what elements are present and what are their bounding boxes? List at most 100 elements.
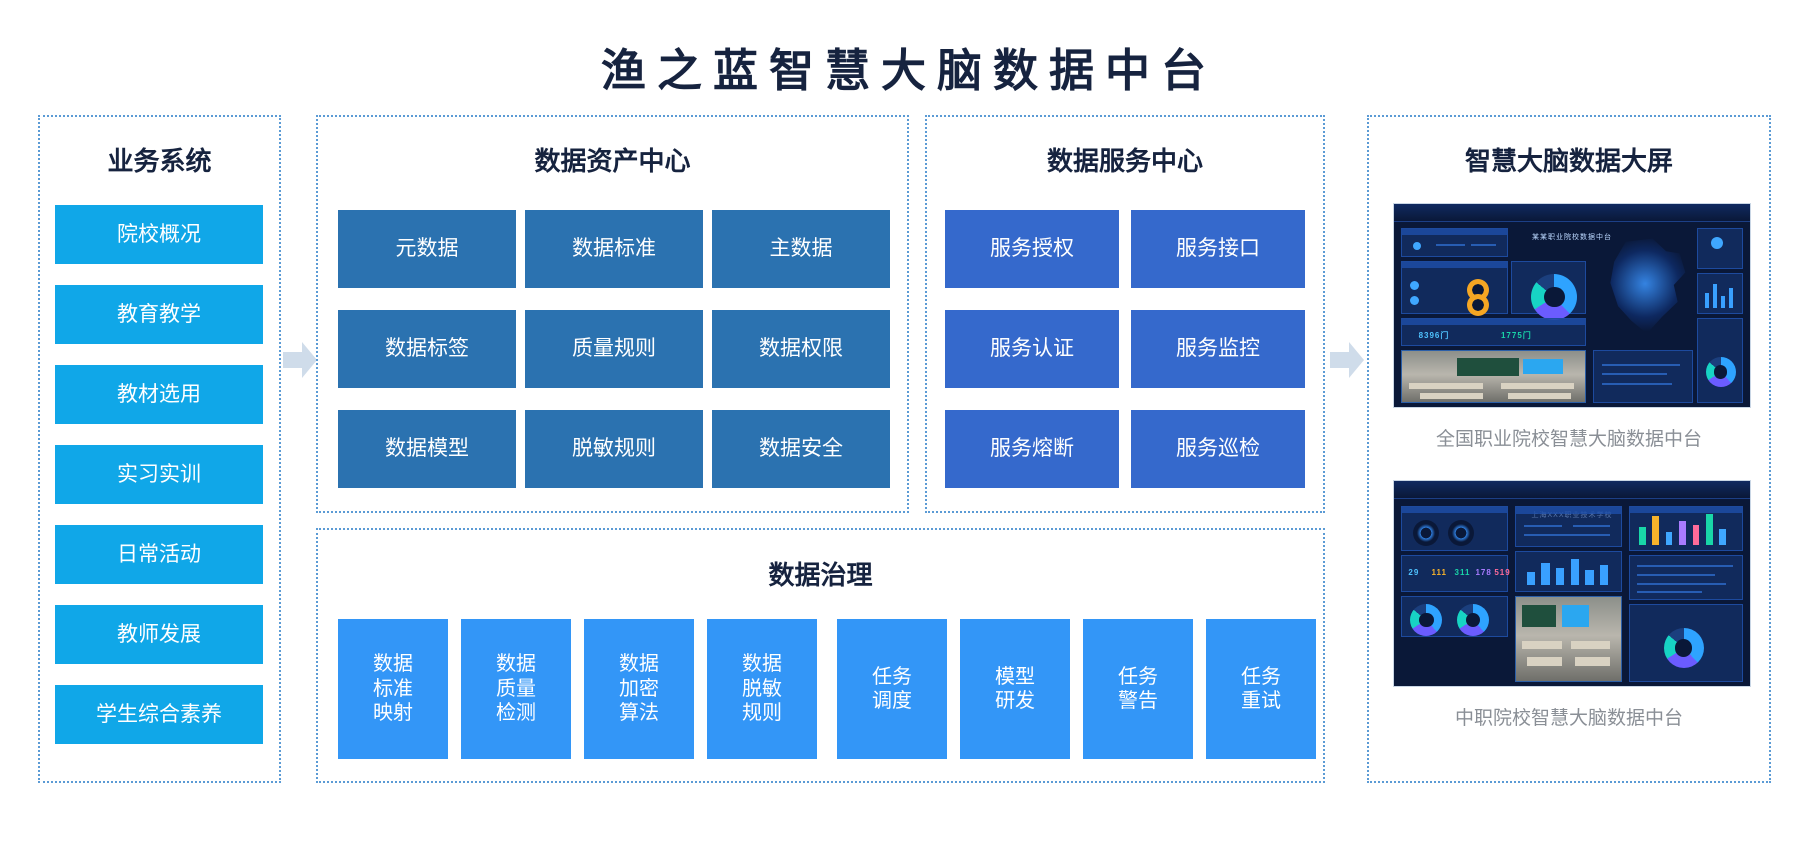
- bar: [1712, 284, 1718, 308]
- metric-value: 178: [1475, 567, 1492, 577]
- card-line: [1602, 364, 1681, 367]
- dashboard-1-card-b: [1401, 260, 1508, 317]
- asset-item-8[interactable]: 数据安全: [712, 410, 890, 488]
- card-dot: [1412, 242, 1421, 251]
- metric-value: 519: [1494, 567, 1511, 577]
- donut-chart: [1531, 274, 1578, 320]
- asset-item-0[interactable]: 元数据: [338, 210, 516, 288]
- photo-desk: [1409, 382, 1483, 389]
- business-item-6[interactable]: 学生综合素养: [55, 685, 263, 744]
- dashboard-2-card-d: [1515, 505, 1622, 547]
- asset-item-6[interactable]: 数据模型: [338, 410, 516, 488]
- dashboard-2-card-f: [1628, 505, 1743, 551]
- card-bar: [1629, 506, 1742, 514]
- bar: [1728, 287, 1733, 308]
- metric-value: 29: [1408, 567, 1420, 577]
- data-asset-center-title: 数据资产中心: [534, 146, 691, 176]
- service-item-0[interactable]: 服务授权: [945, 210, 1119, 288]
- dashboard-1-header-bar: [1394, 204, 1750, 223]
- donut-chart: [1663, 627, 1704, 668]
- photo-desk: [1526, 657, 1563, 666]
- bar: [1599, 564, 1609, 586]
- dashboard-1-card-g: [1696, 273, 1743, 314]
- asset-item-5[interactable]: 数据权限: [712, 310, 890, 388]
- governance-item-4[interactable]: 任务 调度: [837, 619, 947, 759]
- dashboard-screenshot-2[interactable]: 上海XXX职业技术学校 29 111 311 178 519: [1393, 480, 1751, 687]
- service-item-1[interactable]: 服务接口: [1131, 210, 1305, 288]
- metric-value: 311: [1454, 567, 1471, 577]
- card-line: [1524, 533, 1611, 536]
- card-bar: [1402, 506, 1507, 514]
- card-line: [1471, 243, 1497, 246]
- asset-item-4[interactable]: 质量规则: [525, 310, 703, 388]
- dashboard-1-header-title: 某某职业院校数据中台: [1532, 234, 1612, 242]
- business-item-2[interactable]: 教材选用: [55, 365, 263, 424]
- governance-item-1[interactable]: 数据 质量 检测: [461, 619, 571, 759]
- bar: [1526, 571, 1535, 586]
- dashboard-screenshot-1[interactable]: 某某职业院校数据中台 8396门 1775门: [1393, 203, 1751, 408]
- photo-desk: [1508, 392, 1571, 399]
- card-bar: [1516, 506, 1621, 514]
- card-line: [1524, 524, 1563, 527]
- dashboard-1-card-c: [1511, 260, 1587, 320]
- dashboard-1-card-h: [1696, 317, 1743, 403]
- dashboard-2-card-a: [1401, 505, 1508, 551]
- card-dot: [1710, 237, 1723, 250]
- photo-desk: [1570, 640, 1611, 649]
- governance-item-7[interactable]: 任务 重试: [1206, 619, 1316, 759]
- photo-display: [1562, 605, 1590, 628]
- dashboard-2-header-bar: [1394, 481, 1750, 500]
- bar: [1704, 292, 1710, 308]
- card-dot: [1410, 281, 1420, 291]
- card-dot: [1410, 296, 1420, 306]
- service-item-2[interactable]: 服务认证: [945, 310, 1119, 388]
- service-item-4[interactable]: 服务熔断: [945, 410, 1119, 488]
- bar: [1585, 570, 1594, 586]
- asset-item-2[interactable]: 主数据: [712, 210, 890, 288]
- business-item-4[interactable]: 日常活动: [55, 525, 263, 584]
- governance-item-0[interactable]: 数据 标准 映射: [338, 619, 448, 759]
- dashboard-caption-2: 中职院校智慧大脑数据中台: [1454, 708, 1683, 729]
- radar-widget: [1448, 520, 1475, 547]
- china-map-visualization: [1610, 238, 1686, 334]
- governance-item-6[interactable]: 任务 警告: [1083, 619, 1193, 759]
- metric-value: 8396门: [1418, 330, 1450, 340]
- bar: [1555, 568, 1565, 586]
- governance-item-3[interactable]: 数据 脱敏 规则: [707, 619, 817, 759]
- business-item-1[interactable]: 教育教学: [55, 285, 263, 344]
- service-item-5[interactable]: 服务巡检: [1131, 410, 1305, 488]
- business-item-5[interactable]: 教师发展: [55, 605, 263, 664]
- governance-item-5[interactable]: 模型 研发: [960, 619, 1070, 759]
- card-line: [1636, 573, 1715, 576]
- photo-desk: [1500, 382, 1575, 389]
- card-line: [1636, 565, 1733, 568]
- dashboard-2-card-g: [1628, 554, 1743, 600]
- donut-chart: [1410, 603, 1443, 636]
- donut-chart: [1705, 356, 1736, 387]
- card-line: [1435, 243, 1465, 246]
- radar-widget: [1412, 520, 1439, 547]
- business-item-3[interactable]: 实习实训: [55, 445, 263, 504]
- dashboard-1-card-d: 8396门 1775门: [1401, 317, 1587, 347]
- photo-desk: [1522, 640, 1563, 649]
- dashboard-1-card-a: [1401, 228, 1508, 257]
- asset-item-1[interactable]: 数据标准: [525, 210, 703, 288]
- service-item-3[interactable]: 服务监控: [1131, 310, 1305, 388]
- governance-item-2[interactable]: 数据 加密 算法: [584, 619, 694, 759]
- bar: [1541, 562, 1550, 586]
- data-governance-title: 数据治理: [768, 560, 873, 590]
- donut-chart: [1456, 603, 1489, 636]
- dashboard-1-card-f: [1696, 228, 1743, 269]
- business-item-0[interactable]: 院校概况: [55, 205, 263, 264]
- bar: [1692, 524, 1700, 545]
- asset-item-7[interactable]: 脱敏规则: [525, 410, 703, 488]
- card-bar: [1402, 229, 1507, 236]
- asset-item-3[interactable]: 数据标签: [338, 310, 516, 388]
- card-bar: [1402, 261, 1507, 269]
- bar: [1652, 516, 1660, 545]
- dashboard-2-card-h: [1628, 604, 1743, 682]
- card-bar: [1402, 318, 1586, 325]
- arrow-service-to-dashboard: [1330, 342, 1364, 378]
- card-gauge: [1467, 294, 1490, 317]
